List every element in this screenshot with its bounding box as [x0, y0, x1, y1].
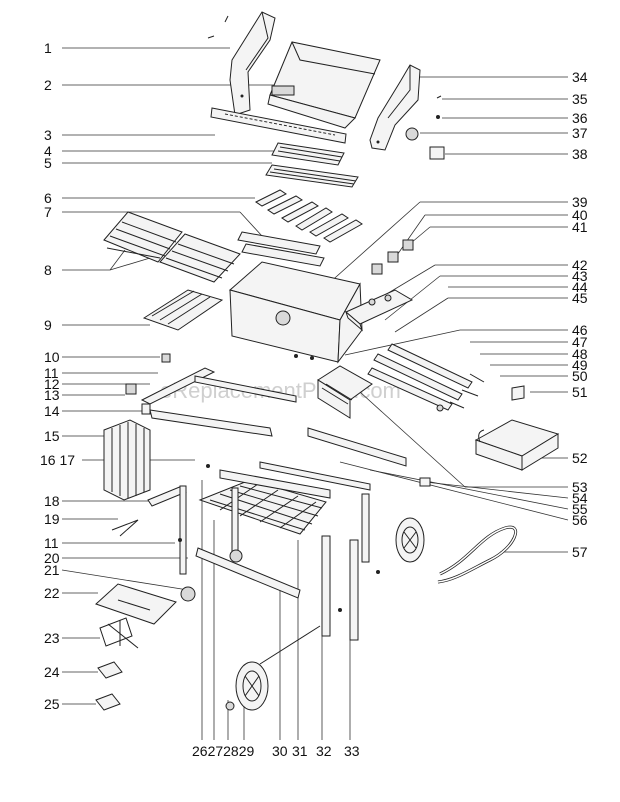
- callout-40: 40: [572, 207, 588, 223]
- callout-38: 38: [572, 146, 588, 162]
- callout-11: 11: [44, 365, 59, 381]
- callout-22: 22: [44, 585, 60, 601]
- callout-16-17: 16 17: [40, 452, 75, 468]
- right-end-cap: [369, 64, 421, 151]
- callout-15: 15: [44, 428, 60, 444]
- callout-7: 7: [44, 204, 52, 220]
- callout-33: 33: [344, 743, 360, 759]
- burner-tubes: [367, 343, 485, 412]
- callout-4: 4: [44, 143, 52, 159]
- bottom-crossbar: [195, 547, 301, 599]
- callout-25: 25: [44, 696, 60, 712]
- callout-49: 49: [572, 357, 588, 373]
- callout-45: 45: [572, 290, 588, 306]
- hub-cap: [225, 701, 235, 711]
- right-callouts: 34 35 36 37 38 39 40 41 42 43 44 45 46 4…: [572, 69, 588, 560]
- callout-52: 52: [572, 450, 588, 466]
- callout-10: 10: [44, 349, 60, 365]
- misc-small-parts: [125, 353, 431, 612]
- callout-9: 9: [44, 317, 52, 333]
- callout-44: 44: [572, 279, 588, 295]
- cart-legs: [179, 485, 370, 641]
- callout-54: 54: [572, 490, 588, 506]
- caster: [180, 549, 243, 602]
- flavorizer-bars: [255, 189, 363, 243]
- right-leaders: [289, 76, 569, 553]
- callout-23: 23: [44, 630, 60, 646]
- burner-cage: [317, 365, 373, 419]
- small-hardware-right: [405, 95, 445, 160]
- callout-43: 43: [572, 268, 588, 284]
- callout-21: 21: [44, 562, 60, 578]
- callout-34: 34: [572, 69, 588, 85]
- right-wheel: [395, 517, 425, 563]
- cart-frame-top: [140, 367, 297, 437]
- left-wheel: [235, 661, 269, 711]
- callout-1: 1: [44, 40, 52, 56]
- callout-48: 48: [572, 346, 588, 362]
- callout-2: 2: [44, 77, 52, 93]
- side-burner-box: [474, 419, 560, 471]
- callout-19: 19: [44, 511, 60, 527]
- callout-47: 47: [572, 334, 588, 350]
- bracket-51: [511, 385, 525, 401]
- warming-rack-4: [271, 142, 345, 166]
- warming-rack-5: [265, 164, 359, 188]
- cart-front-panel: [219, 427, 407, 499]
- bottom-callouts: 26272829 30 31 32 33: [192, 743, 360, 759]
- callout-51: 51: [572, 384, 588, 400]
- briquette-tray: [142, 289, 224, 331]
- grease-tray: [95, 583, 177, 625]
- cookbox: [228, 261, 363, 364]
- gas-hose: [437, 525, 518, 584]
- catch-pan-holder: [99, 617, 139, 649]
- callout-12: 12: [44, 376, 60, 392]
- callout-50: 50: [572, 368, 588, 384]
- callout-13: 13: [44, 387, 60, 403]
- callout-37: 37: [572, 125, 588, 141]
- heat-deflectors: [237, 231, 325, 267]
- callout-55: 55: [572, 501, 588, 517]
- side-shelf-panel: [103, 419, 151, 501]
- callout-39: 39: [572, 194, 588, 210]
- callout-53: 53: [572, 479, 588, 495]
- callout-42: 42: [572, 257, 588, 273]
- callout-26-29: 26272829: [192, 743, 255, 759]
- callout-6: 6: [44, 190, 52, 206]
- grill-lid: [267, 41, 381, 129]
- callout-56: 56: [572, 512, 588, 528]
- callout-32: 32: [316, 743, 332, 759]
- callout-14: 14: [44, 403, 60, 419]
- callout-24: 24: [44, 664, 60, 680]
- left-callouts: 1 2 3 4 5 6 7 8 9 10 11 12 13 14 15 16 1…: [40, 40, 75, 712]
- callout-3: 3: [44, 127, 52, 143]
- control-knobs: [371, 239, 414, 275]
- left-leaders: [61, 47, 280, 705]
- callout-41: 41: [572, 219, 588, 235]
- left-end-cap: [207, 11, 276, 116]
- callout-57: 57: [572, 544, 588, 560]
- cooking-grates: [103, 211, 241, 283]
- callout-35: 35: [572, 91, 588, 107]
- callout-46: 46: [572, 322, 588, 338]
- callout-31: 31: [292, 743, 308, 759]
- axle: [259, 625, 321, 665]
- callout-20: 20: [44, 550, 60, 566]
- callout-5: 5: [44, 155, 52, 171]
- callout-30: 30: [272, 743, 288, 759]
- drip-pan-liner: [95, 693, 121, 711]
- callout-36: 36: [572, 110, 588, 126]
- callout-8: 8: [44, 262, 52, 278]
- drip-pan: [97, 661, 123, 679]
- callout-11-lower: 11: [44, 535, 59, 551]
- callout-18: 18: [44, 493, 60, 509]
- control-panel: [344, 289, 414, 332]
- lid-handle: [210, 107, 347, 144]
